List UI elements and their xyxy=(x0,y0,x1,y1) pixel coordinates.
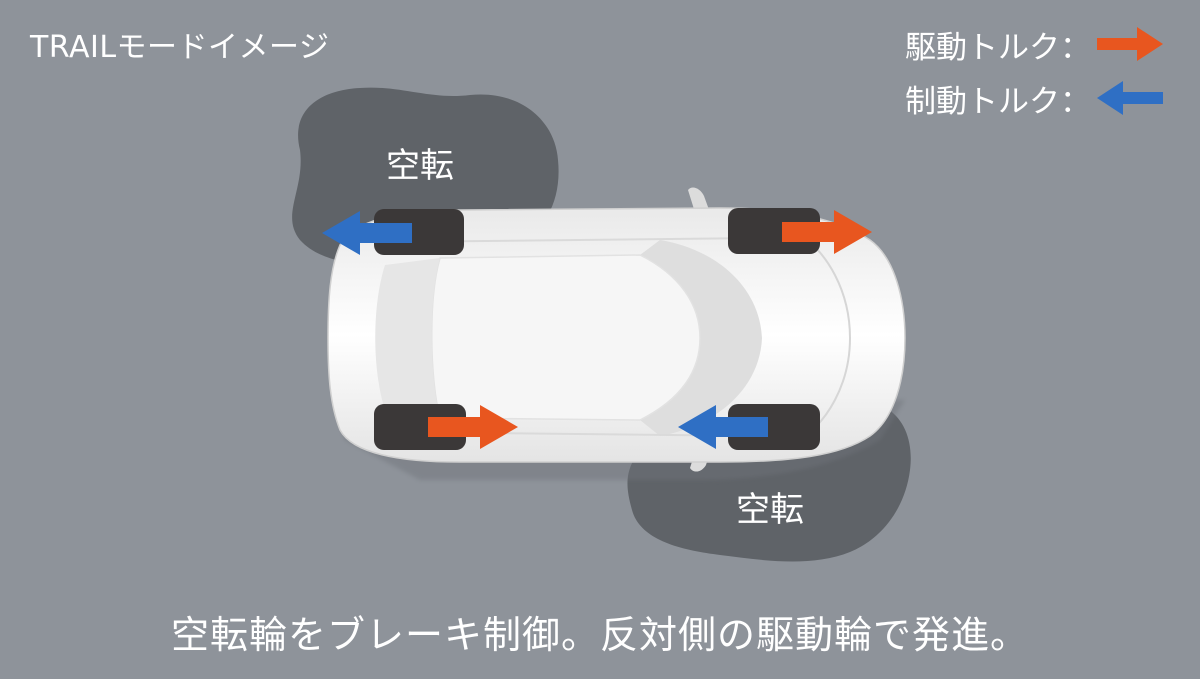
spin-label-top: 空転 xyxy=(386,146,454,186)
legend-drive-label: 駆動トルク： xyxy=(905,29,1091,66)
tire-rear-right xyxy=(374,404,466,450)
brake-arrow-front-right xyxy=(678,405,768,449)
drive-arrow-front-left xyxy=(782,210,872,254)
car-rear-window xyxy=(375,258,440,418)
legend-drive-arrow-icon xyxy=(1097,27,1163,61)
tire-rear-left xyxy=(374,209,464,255)
car-hood xyxy=(789,227,852,447)
legend-brake: 制動トルク： xyxy=(905,78,1163,120)
spin-label-bottom: 空転 xyxy=(736,490,804,530)
mode-title: TRAILモードイメージ xyxy=(30,30,330,65)
legend-brake-label: 制動トルク： xyxy=(905,83,1091,120)
car-windshield xyxy=(640,240,762,436)
tire-front-left xyxy=(728,208,820,254)
car-roof xyxy=(430,254,701,421)
drive-arrow-rear-right xyxy=(428,405,518,449)
brake-arrow-rear-left xyxy=(322,211,412,255)
tire-front-right xyxy=(728,404,820,450)
caption: 空転輪をブレーキ制御。反対側の駆動輪で発進。 xyxy=(170,613,1029,657)
legend-drive: 駆動トルク： xyxy=(905,24,1163,66)
legend-brake-arrow-icon xyxy=(1097,81,1163,115)
